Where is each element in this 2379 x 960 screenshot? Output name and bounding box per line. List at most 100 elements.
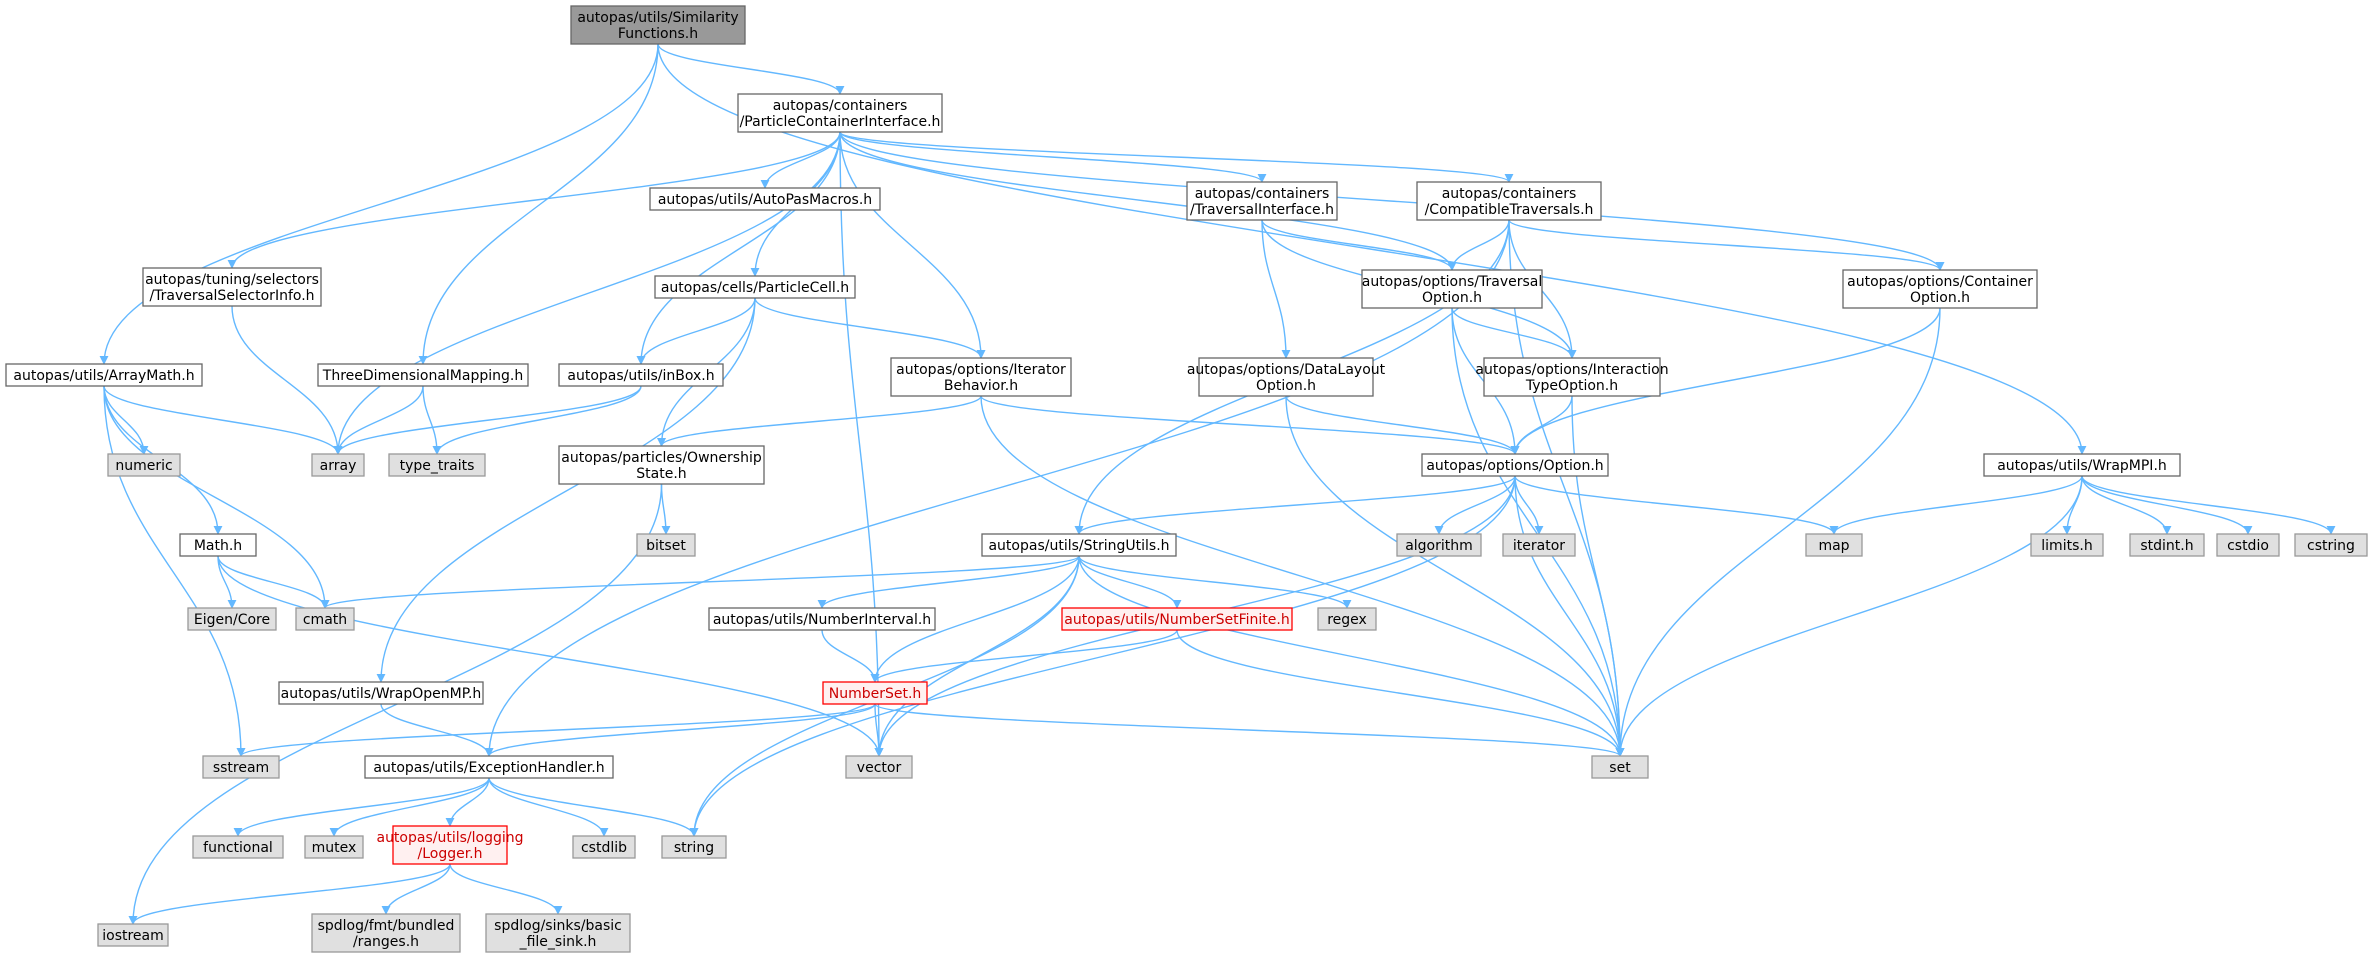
node-box	[1983, 453, 2181, 477]
include-edge-exc-to-string	[488, 777, 699, 837]
node-box	[1591, 755, 1649, 779]
include-arrow	[754, 297, 986, 359]
node-pci[interactable]: autopas/containers/ParticleContainerInte…	[737, 93, 943, 133]
node-pcell[interactable]: autopas/cells/ParticleCell.h	[654, 275, 856, 299]
node-wrapomp[interactable]: autopas/utils/WrapOpenMP.h	[278, 681, 484, 705]
node-label: autopas/utils/WrapMPI.h	[1997, 458, 2167, 474]
node-logger[interactable]: autopas/utils/logging/Logger.h	[376, 825, 524, 865]
include-edge-compat-to-contopt	[1508, 219, 1945, 271]
node-label: /ParticleContainerInterface.h	[740, 114, 941, 130]
include-edge-wrapmpi-to-cstring	[2081, 475, 2336, 535]
include-arrow	[1451, 307, 1577, 359]
include-arrow	[1510, 307, 1941, 455]
node-box	[661, 835, 727, 859]
node-box	[5, 363, 203, 387]
include-edge-option-to-stringutils	[1074, 475, 1516, 535]
node-vector: vector	[845, 755, 913, 779]
node-limits: limits.h	[2030, 533, 2104, 557]
include-edge-arraymath-to-sstream	[103, 385, 246, 757]
node-numfin[interactable]: autopas/utils/NumberSetFinite.h	[1061, 607, 1293, 631]
node-bitset: bitset	[636, 533, 696, 557]
include-arrow	[1261, 219, 1457, 271]
node-stdint: stdint.h	[2129, 533, 2205, 557]
node-iterator: iterator	[1502, 533, 1576, 557]
node-label: regex	[1327, 612, 1367, 628]
include-arrow	[488, 777, 699, 837]
node-label: spdlog/fmt/bundled	[318, 918, 455, 934]
node-option[interactable]: autopas/options/Option.h	[1421, 453, 1609, 477]
node-box	[636, 533, 696, 557]
node-compat[interactable]: autopas/containers/CompatibleTraversals.…	[1416, 181, 1602, 221]
include-arrow	[484, 219, 1510, 757]
node-wrapmpi[interactable]: autopas/utils/WrapMPI.h	[1983, 453, 2181, 477]
node-numset[interactable]: NumberSet.h	[822, 681, 928, 705]
node-label: numeric	[115, 458, 172, 474]
include-edge-mathh-to-cmath	[217, 555, 330, 609]
node-travif[interactable]: autopas/containers/TraversalInterface.h	[1186, 181, 1338, 221]
include-arrow	[1078, 555, 1352, 609]
include-edge-compat-to-exc	[484, 219, 1510, 757]
include-arrow	[380, 703, 494, 757]
node-box	[1421, 453, 1609, 477]
include-edge-logger-to-iostream	[128, 863, 451, 925]
node-label: /TraversalSelectorInfo.h	[149, 288, 314, 304]
include-edge-wrapmpi-to-set	[1615, 475, 2083, 757]
include-edge-logger-to-spdlogsink	[449, 863, 563, 915]
node-box	[392, 825, 508, 865]
include-arrow	[839, 131, 986, 359]
include-edge-pci-to-travopt	[839, 131, 1457, 271]
node-exc[interactable]: autopas/utils/ExceptionHandler.h	[364, 755, 614, 779]
node-threedim[interactable]: ThreeDimensionalMapping.h	[317, 363, 529, 387]
include-arrow	[660, 483, 671, 535]
node-label: algorithm	[1405, 538, 1473, 554]
node-stringutils[interactable]: autopas/utils/StringUtils.h	[981, 533, 1177, 557]
node-label: /CompatibleTraversals.h	[1425, 202, 1594, 218]
node-numint[interactable]: autopas/utils/NumberInterval.h	[708, 607, 936, 631]
node-iostream: iostream	[97, 923, 169, 947]
include-edge-option-to-algorithm	[1434, 475, 1516, 535]
node-label: cstring	[2307, 538, 2355, 554]
include-edge-inbox-to-typetraits	[432, 385, 642, 455]
node-label: cstdlib	[581, 840, 627, 856]
include-arrow	[1176, 629, 1625, 757]
include-edge-travif-to-travopt	[1261, 219, 1457, 271]
node-label: stdint.h	[2140, 538, 2193, 554]
node-arraymath[interactable]: autopas/utils/ArrayMath.h	[5, 363, 203, 387]
node-label: cmath	[303, 612, 347, 628]
node-box	[845, 755, 913, 779]
node-mathh[interactable]: Math.h	[179, 533, 257, 557]
node-macros[interactable]: autopas/utils/AutoPasMacros.h	[649, 187, 881, 211]
node-box	[654, 275, 856, 299]
node-box	[192, 835, 284, 859]
node-label: autopas/options/Container	[1847, 274, 2033, 290]
include-arrow	[817, 555, 1080, 609]
include-arrow	[2062, 475, 2083, 535]
include-arrow	[1508, 219, 1945, 271]
node-inbox[interactable]: autopas/utils/inBox.h	[558, 363, 724, 387]
include-arrow	[333, 385, 642, 455]
include-arrow	[870, 555, 1080, 683]
node-box	[570, 5, 746, 45]
include-arrow	[636, 297, 756, 365]
include-arrow	[1285, 395, 1625, 757]
include-edge-travopt-to-itopt	[1451, 307, 1577, 359]
node-mutex: mutex	[304, 835, 364, 859]
include-edge-root-to-arraymath	[99, 43, 659, 365]
include-arrow	[1829, 475, 2083, 535]
node-label: autopas/containers	[1195, 186, 1330, 202]
node-box	[1061, 607, 1293, 631]
include-edge-stringutils-to-numset	[870, 555, 1080, 683]
node-label: autopas/containers	[1442, 186, 1577, 202]
include-arrow	[422, 385, 442, 455]
node-box	[1805, 533, 1863, 557]
node-tsi[interactable]: autopas/tuning/selectors/TraversalSelect…	[142, 267, 322, 307]
include-arrow	[1285, 395, 1520, 455]
node-label: vector	[857, 760, 902, 776]
